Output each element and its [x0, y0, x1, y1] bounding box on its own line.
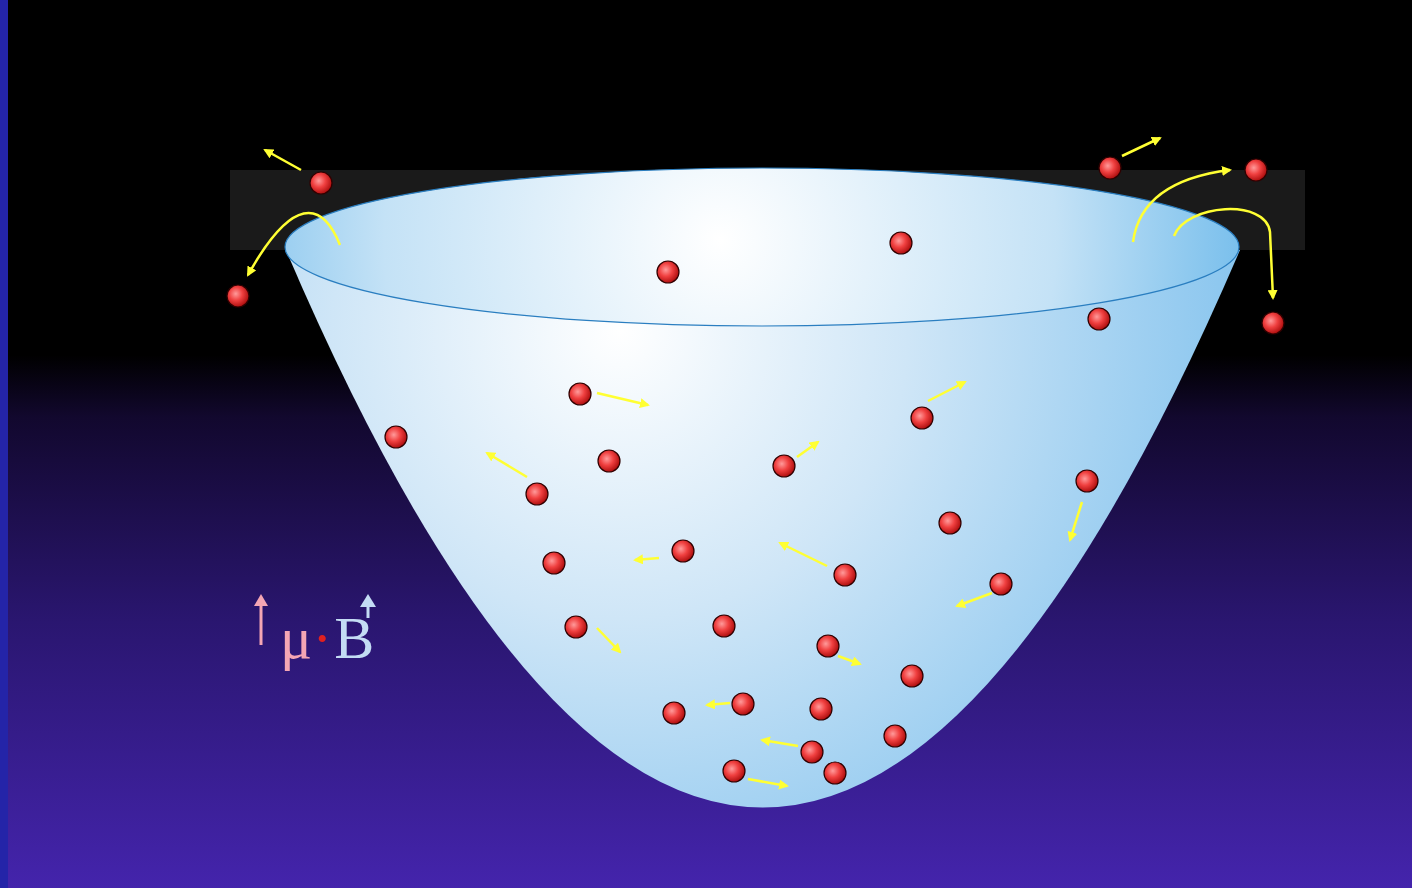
atom — [672, 540, 694, 562]
velocity-arrow — [748, 779, 787, 786]
vector-arrowhead — [254, 594, 268, 606]
velocity-arrow — [1070, 502, 1082, 540]
edge-stripe — [0, 0, 8, 888]
atom — [801, 741, 823, 763]
atom — [227, 285, 249, 307]
velocity-arrow — [597, 628, 620, 652]
escape-arrow — [1133, 170, 1230, 242]
atom — [543, 552, 565, 574]
atom — [824, 762, 846, 784]
escape-arrow — [1174, 209, 1273, 298]
atoms — [227, 157, 1284, 784]
atom — [385, 426, 407, 448]
velocity-arrow — [780, 543, 827, 566]
atom — [1245, 159, 1267, 181]
atom — [901, 665, 923, 687]
velocity-arrows — [248, 138, 1273, 786]
atom — [810, 698, 832, 720]
mu-symbol: μ — [280, 608, 312, 668]
dot-operator: · — [312, 608, 332, 668]
escape-arrow — [248, 213, 340, 275]
atom — [911, 407, 933, 429]
vector-arrowhead — [360, 594, 376, 607]
velocity-arrow — [265, 150, 301, 170]
velocity-arrow — [928, 382, 965, 401]
atom — [990, 573, 1012, 595]
potential-bowl — [285, 248, 1240, 808]
atom — [663, 702, 685, 724]
bowl-rim — [285, 168, 1239, 326]
velocity-arrow — [707, 703, 730, 705]
atom — [1262, 312, 1284, 334]
velocity-arrow — [838, 656, 860, 664]
atom — [939, 512, 961, 534]
atom — [773, 455, 795, 477]
atom — [310, 172, 332, 194]
atom — [569, 383, 591, 405]
atom — [884, 725, 906, 747]
velocity-arrow — [487, 453, 527, 477]
atom — [834, 564, 856, 586]
atom — [723, 760, 745, 782]
vector-arrow — [260, 604, 263, 645]
field-symbol: B — [334, 608, 374, 668]
atom — [657, 261, 679, 283]
velocity-arrow — [635, 558, 659, 560]
energy-term: μ·B — [280, 608, 374, 668]
atom — [817, 635, 839, 657]
atom — [1088, 308, 1110, 330]
velocity-arrow — [957, 593, 992, 606]
atom — [598, 450, 620, 472]
atom — [1099, 157, 1121, 179]
atom — [732, 693, 754, 715]
atom — [890, 232, 912, 254]
atom — [526, 483, 548, 505]
atom — [565, 616, 587, 638]
velocity-arrow — [1122, 138, 1160, 156]
velocity-arrow — [762, 740, 798, 746]
atom — [713, 615, 735, 637]
velocity-arrow — [597, 393, 648, 405]
velocity-arrow — [797, 442, 818, 457]
atom — [1076, 470, 1098, 492]
